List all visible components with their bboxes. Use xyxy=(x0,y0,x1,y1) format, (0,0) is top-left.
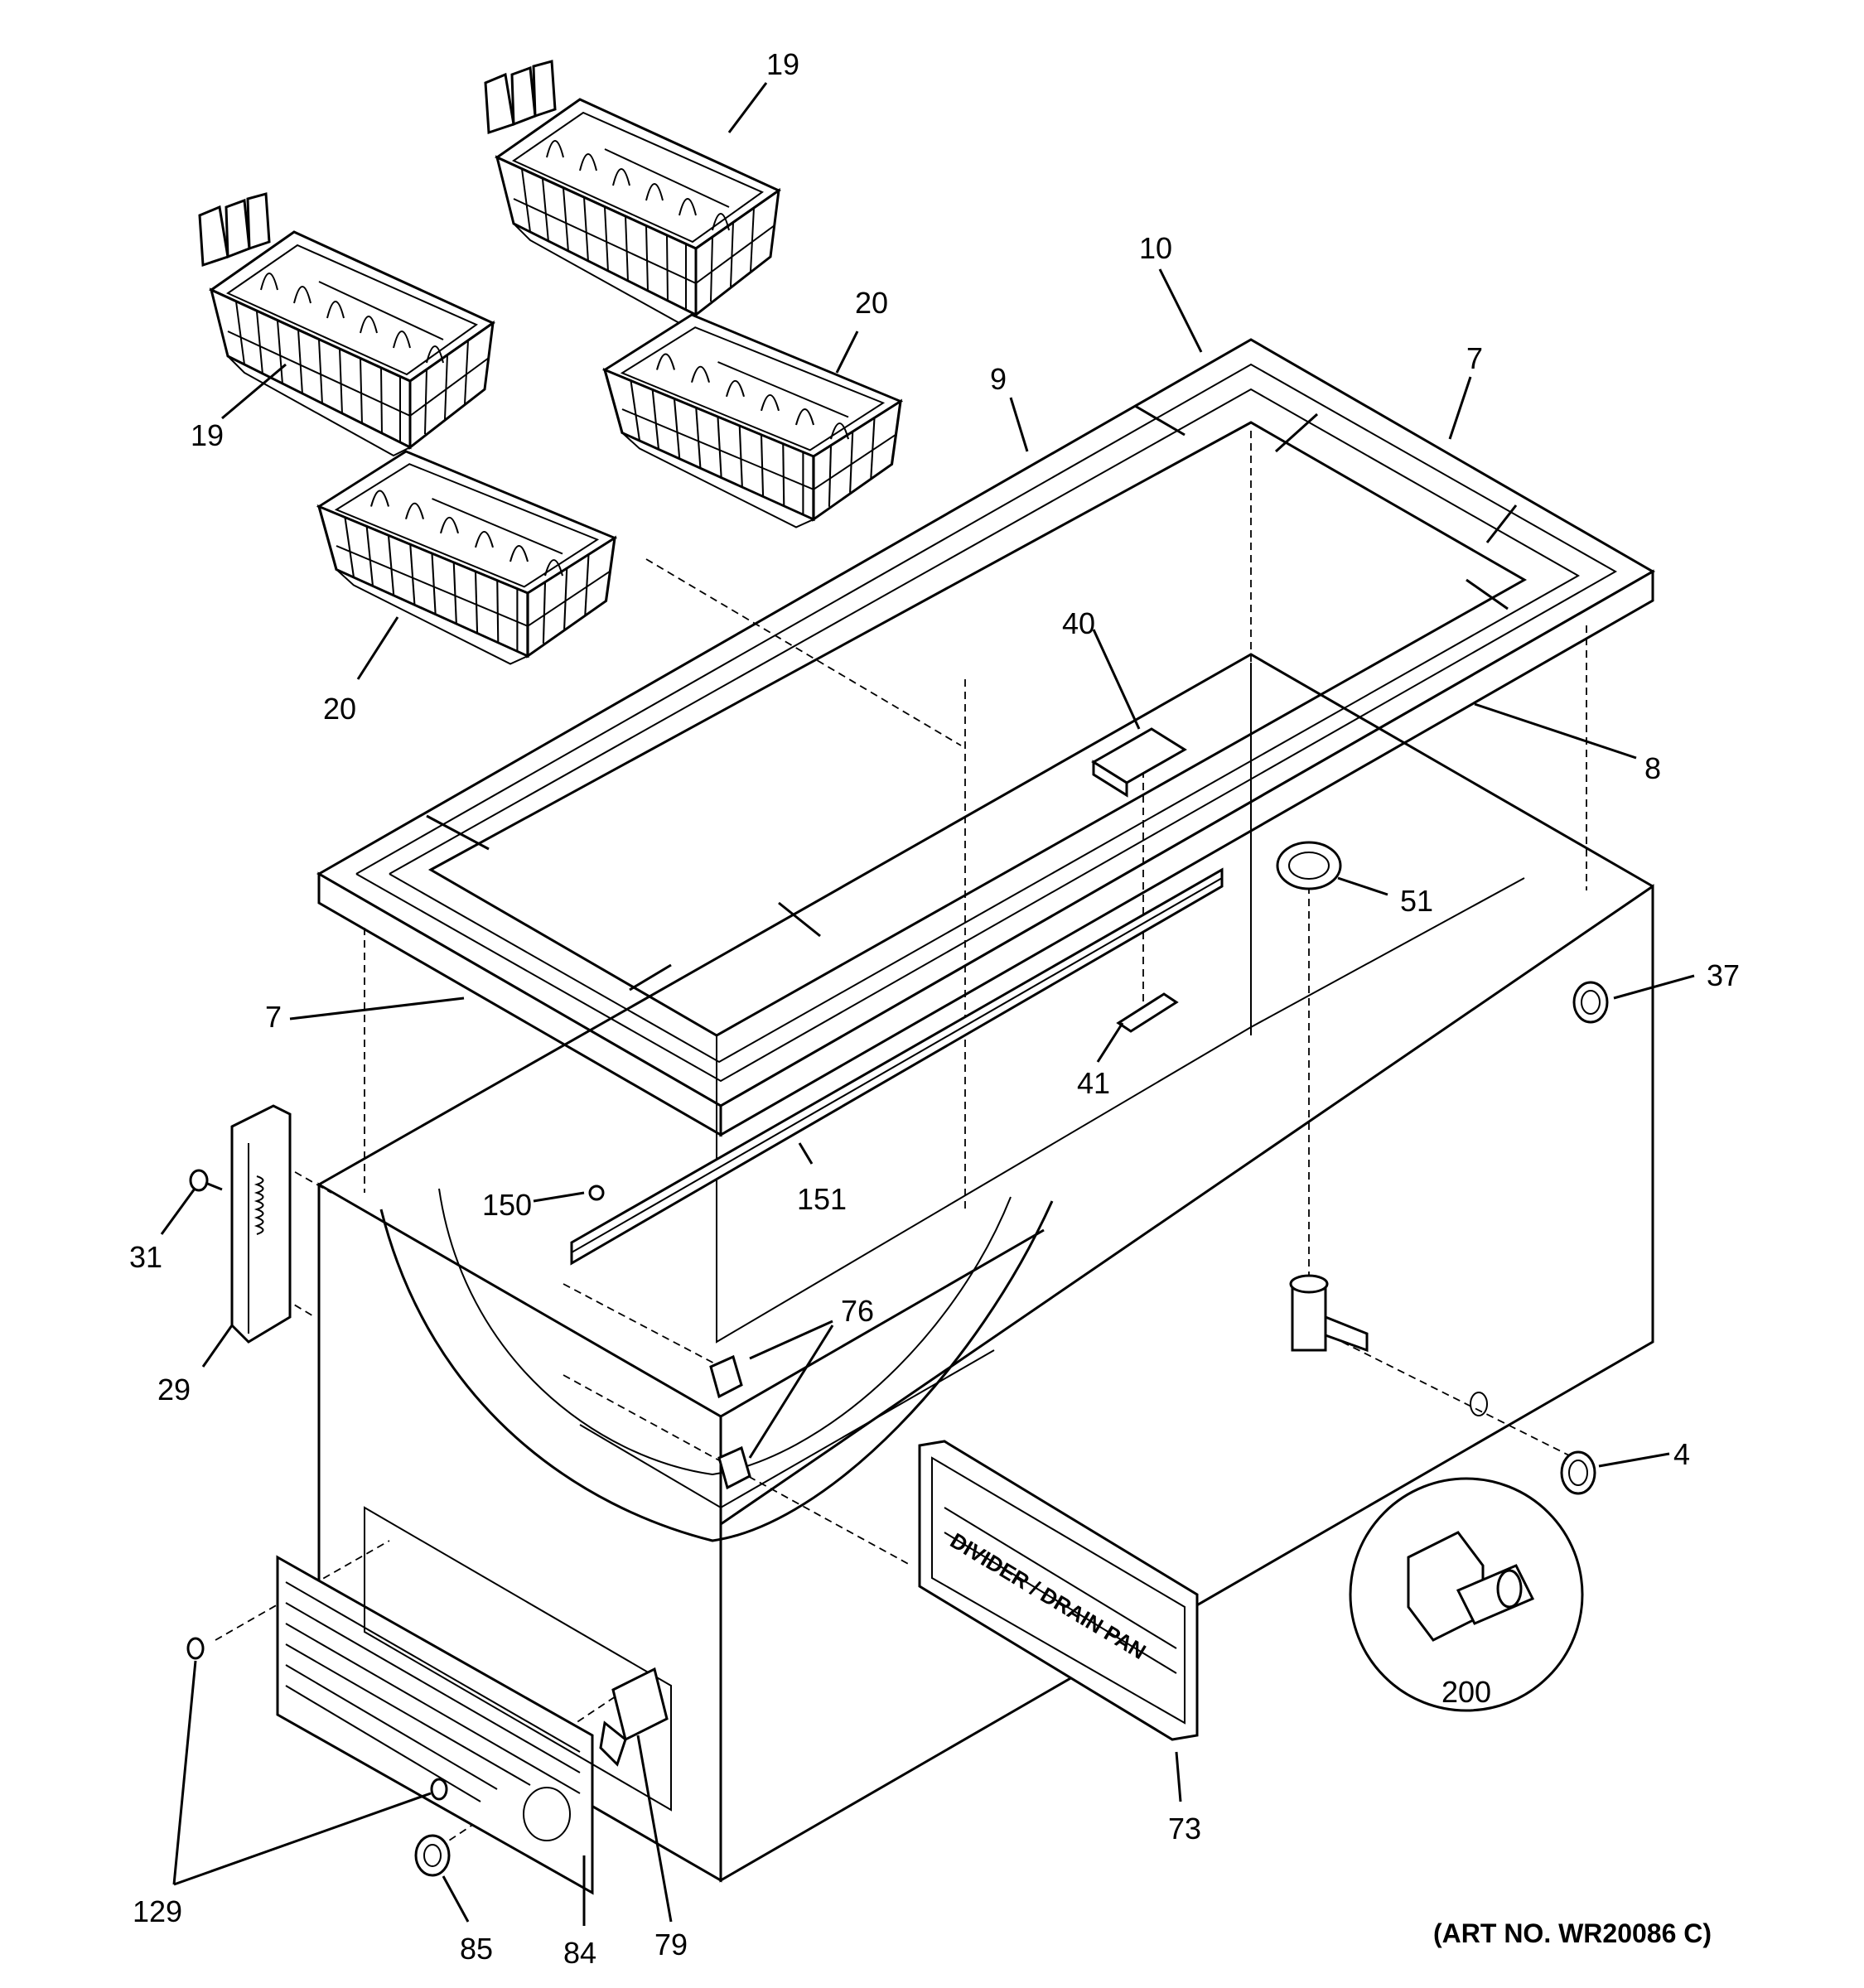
grille-recess xyxy=(364,1506,672,1812)
part-40-component xyxy=(1091,727,1187,798)
part-151-strip xyxy=(570,867,1224,1266)
part-41-clip xyxy=(1116,992,1179,1033)
callout-20-lower: 20 xyxy=(323,692,356,726)
breaker-strip-frame xyxy=(316,338,1656,1137)
basket-lower xyxy=(317,450,616,666)
part-4-plug xyxy=(1560,1450,1596,1495)
callout-37: 37 xyxy=(1707,958,1740,992)
callout-7-right: 7 xyxy=(1466,341,1483,375)
drain-fitting xyxy=(1289,1274,1488,1416)
part-79-switch xyxy=(599,1667,669,1767)
callout-79: 79 xyxy=(654,1928,688,1961)
part-129-screws xyxy=(186,1637,448,1801)
art-number: (ART NO. WR20086 C) xyxy=(1433,1918,1712,1948)
callout-51: 51 xyxy=(1400,884,1433,918)
callout-31: 31 xyxy=(129,1240,162,1274)
part-85-plug xyxy=(414,1834,451,1877)
basket-upper-left xyxy=(198,192,495,457)
callout-7-left: 7 xyxy=(265,1000,282,1034)
callout-8: 8 xyxy=(1644,751,1661,785)
callout-85: 85 xyxy=(460,1932,493,1966)
part-150-nut xyxy=(588,1185,605,1201)
part-31-screw xyxy=(189,1169,223,1192)
callout-84: 84 xyxy=(563,1936,596,1970)
callout-labels: 19 19 20 20 10 9 7 7 40 8 51 37 41 151 1… xyxy=(129,47,1740,1970)
callout-76: 76 xyxy=(841,1294,874,1328)
callout-10: 10 xyxy=(1139,231,1172,265)
callout-40: 40 xyxy=(1062,606,1095,640)
callout-19-left: 19 xyxy=(191,418,224,452)
callout-29: 29 xyxy=(157,1373,191,1407)
callout-151: 151 xyxy=(797,1182,847,1216)
part-73-divider-drain-pan xyxy=(918,1440,1199,1741)
callout-150: 150 xyxy=(482,1188,532,1222)
part-76-clips xyxy=(709,1354,751,1490)
callout-4: 4 xyxy=(1673,1437,1690,1471)
callout-9: 9 xyxy=(990,362,1007,396)
callout-73: 73 xyxy=(1168,1812,1201,1846)
basket-upper-right xyxy=(484,60,780,325)
callout-200: 200 xyxy=(1441,1675,1491,1709)
callout-20-upper: 20 xyxy=(855,286,888,320)
part-29-hinge xyxy=(230,1104,292,1344)
callout-129: 129 xyxy=(133,1894,182,1928)
callout-19-upper: 19 xyxy=(766,47,799,81)
basket-middle xyxy=(603,313,902,529)
part-84-toe-grille xyxy=(276,1555,594,1895)
part-37-grommet xyxy=(1572,981,1609,1024)
callout-41: 41 xyxy=(1077,1066,1110,1100)
part-51-plug xyxy=(1276,841,1342,890)
leader-lines xyxy=(160,82,1695,1926)
part-200-detail-circle xyxy=(1349,1477,1584,1712)
